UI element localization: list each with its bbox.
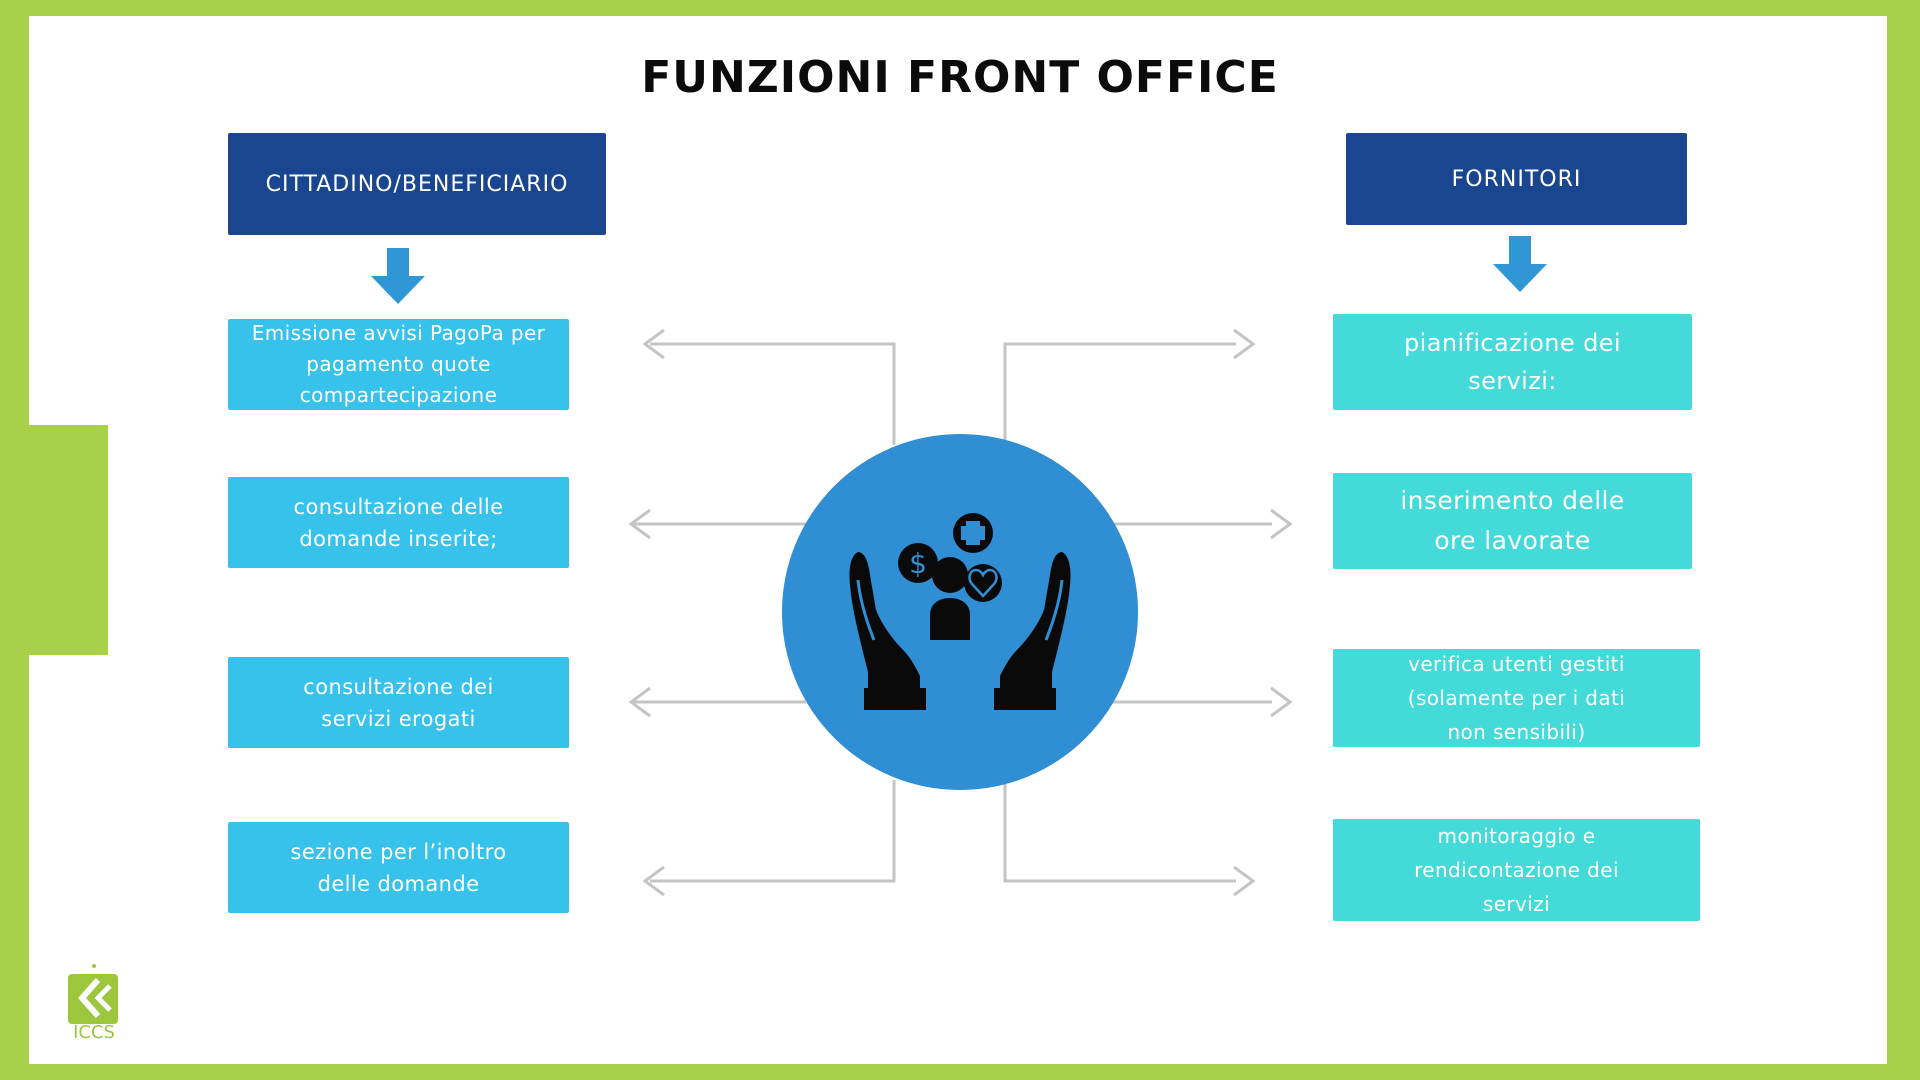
connector-right-1	[1003, 342, 1236, 442]
right-item-4: monitoraggio e rendicontazione dei servi…	[1333, 819, 1700, 921]
page-title: FUNZIONI FRONT OFFICE	[641, 52, 1279, 103]
side-accent-tab	[29, 425, 108, 655]
connector-right-2-head	[1270, 508, 1293, 540]
svg-text:$: $	[909, 547, 927, 580]
left-item-2: consultazione delle domande inserite;	[228, 477, 569, 568]
iccs-logo-icon	[68, 964, 118, 1024]
logo-text: ICCS	[73, 1022, 115, 1043]
left-item-1: Emissione avvisi PagoPa per pagamento qu…	[228, 319, 569, 410]
connector-right-3-head	[1270, 686, 1293, 718]
connector-left-2-head	[628, 508, 651, 540]
header-cittadino-beneficiario: CITTADINO/BENEFICIARIO	[228, 133, 606, 235]
right-item-2: inserimento delle ore lavorate	[1333, 473, 1692, 569]
connector-left-3-head	[628, 686, 651, 718]
down-arrow-left	[371, 248, 425, 304]
left-item-3: consultazione dei servizi erogati	[228, 657, 569, 748]
heart-icon	[964, 564, 1002, 602]
connector-left-1-head	[642, 328, 665, 360]
connector-left-4-head	[642, 865, 665, 897]
header-fornitori: FORNITORI	[1346, 133, 1687, 225]
connector-left-1	[650, 342, 896, 445]
person-icon	[930, 557, 970, 640]
connector-right-1-head	[1233, 328, 1256, 360]
medical-plus-icon	[953, 513, 993, 553]
hands-care-icon	[849, 552, 1071, 710]
dollar-icon: $	[898, 543, 938, 583]
left-item-4: sezione per l’inoltro delle domande	[228, 822, 569, 913]
right-item-3: verifica utenti gestiti (solamente per i…	[1333, 649, 1700, 747]
right-item-1: pianificazione dei servizi:	[1333, 314, 1692, 410]
connector-right-4-head	[1233, 865, 1256, 897]
down-arrow-right	[1493, 236, 1547, 292]
connector-right-4	[1003, 783, 1236, 883]
connector-left-4	[650, 780, 896, 883]
